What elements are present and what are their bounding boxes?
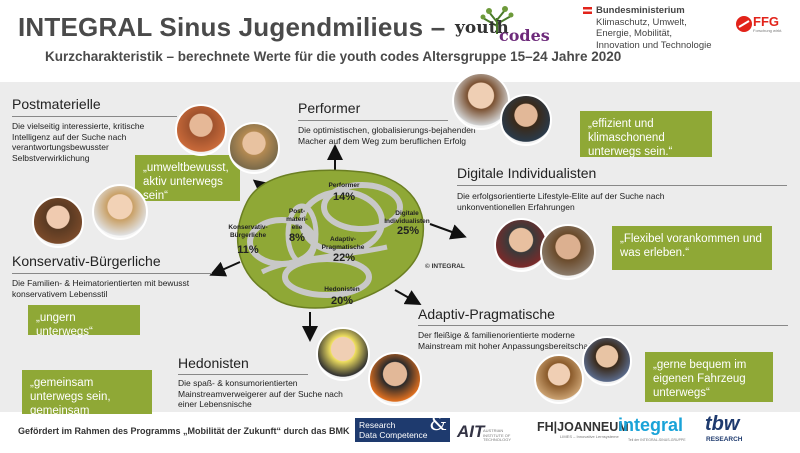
bmk-line3: Energie, Mobilität, <box>596 28 673 39</box>
tree-icon <box>480 6 514 34</box>
bmk-line2: Klimaschutz, Umwelt, <box>596 16 687 28</box>
rdc-logo: Research Data Competence & <box>355 411 450 442</box>
ampersand-icon: & <box>429 411 447 435</box>
map-label-postmaterielle: Post-materi-elle <box>286 208 308 231</box>
bmk-line4: Innovation und Technologie <box>596 39 712 51</box>
logo-youth-text: youth <box>455 18 509 38</box>
segment-title-digitale: Digitale Individualisten <box>457 165 597 181</box>
map-copyright: © INTEGRAL <box>425 263 465 270</box>
segment-desc-performer: Die optimistischen, globalisierungs-beja… <box>298 125 476 146</box>
map-value-konservativ: 11% <box>237 244 259 256</box>
segment-divider <box>12 116 177 117</box>
page-title: INTEGRAL Sinus Jugendmilieus – <box>18 12 446 42</box>
austria-flag-icon <box>583 7 592 14</box>
arrow-konservativ <box>209 261 241 277</box>
quote-digitale: „Flexibel vorankommen und was erleben.“ <box>612 226 772 270</box>
bmk-line1: Bundesministerium <box>596 5 685 16</box>
rdc-line1: Research <box>359 420 396 430</box>
milieu-map-graphic <box>237 169 425 309</box>
segment-desc-postmaterielle: Die vielseitig interessierte, kritische … <box>12 121 145 163</box>
fh-joanneum-subtitle: LIMES – Innovative Lernsysteme <box>560 434 619 439</box>
map-value-postmaterielle: 8% <box>289 232 305 244</box>
youth-codes-logo: youth codes <box>455 4 550 46</box>
page-subtitle: Kurzcharakteristik – berechnete Werte fü… <box>45 49 622 64</box>
portrait-photo <box>500 94 552 146</box>
map-value-digitale: 25% <box>396 225 420 237</box>
portrait-photo <box>368 352 422 406</box>
portrait-photo <box>540 224 596 280</box>
segment-divider <box>12 273 212 274</box>
segment-title-hedonisten: Hedonisten <box>178 355 249 371</box>
integral-logo: integral <box>618 415 684 435</box>
integral-subtitle: Teil der INTEGRAL-SINUS-GRUPPE <box>628 438 686 442</box>
ffg-logo: FFG Forschung wirkt. <box>735 14 785 40</box>
map-value-performer: 14% <box>332 191 356 203</box>
map-label-performer: Performer <box>328 182 360 189</box>
portrait-photo <box>32 196 84 248</box>
portrait-photo <box>228 122 280 174</box>
quote-performer: „effizient und klimaschonend unterwegs s… <box>580 111 712 158</box>
quote-konservativ: „ungern unterwegs“ <box>28 305 140 338</box>
quote-postmaterielle: „umweltbewusst, aktiv unterwegs sein“ <box>135 155 240 202</box>
portrait-photo <box>534 354 584 404</box>
segment-divider <box>298 120 448 121</box>
tbw-logo: tbw <box>705 413 740 435</box>
map-label-adaptiv: Adaptiv-Pragmatische <box>321 236 365 251</box>
map-label-digitale: Digitale Individualisten <box>384 210 430 225</box>
segment-title-postmaterielle: Postmaterielle <box>12 96 101 112</box>
tbw-subtitle: RESEARCH <box>706 436 743 443</box>
portrait-photo <box>494 218 548 272</box>
ait-subtitle: AUSTRIAN INSTITUTE OF TECHNOLOGY <box>483 428 512 442</box>
map-label-hedonisten: Hedonisten <box>324 286 360 293</box>
portrait-photo <box>175 104 227 156</box>
map-value-hedonisten: 20% <box>330 295 354 307</box>
segment-divider <box>178 374 308 375</box>
bmk-logo: Bundesministerium Klimaschutz, Umwelt, E… <box>583 5 712 51</box>
ffg-tagline: Forschung wirkt. <box>753 28 783 33</box>
portrait-photo <box>582 336 632 386</box>
segment-desc-adaptiv: Der fleißige & familienorientierte moder… <box>418 330 593 351</box>
map-label-konservativ: Konservativ-Bürgerliche <box>228 224 268 239</box>
segment-title-performer: Performer <box>298 100 361 116</box>
ffg-mark-icon <box>736 16 752 32</box>
segment-title-adaptiv: Adaptiv-Pragmatische <box>418 306 555 322</box>
segment-title-konservativ: Konservativ-Bürgerliche <box>12 253 161 269</box>
quote-adaptiv: „gerne bequem im eigenen Fahrzeug unterw… <box>645 352 773 402</box>
segment-divider <box>457 185 787 186</box>
ait-logo: AIT <box>457 422 485 441</box>
segment-divider <box>418 325 788 326</box>
segment-desc-hedonisten: Die spaß- & konsumorientierten Mainstrea… <box>178 378 343 409</box>
portrait-photo <box>92 184 148 240</box>
portrait-photo <box>316 327 370 381</box>
logo-codes-text: codes <box>499 26 550 45</box>
fh-joanneum-logo: FH|JOANNEUM <box>537 420 629 434</box>
quote-hedonisten: „gemeinsam unterwegs sein, gemeinsam Fah… <box>22 370 152 431</box>
arrow-adaptiv <box>394 289 422 305</box>
segment-desc-konservativ: Die Familien- & Heimatorientierten mit b… <box>12 278 190 299</box>
segment-desc-digitale: Die erfolgsorientierte Lifestyle-Elite a… <box>457 191 665 212</box>
arrow-digitale <box>429 223 467 240</box>
funding-text: Gefördert im Rahmen des Programms „Mobil… <box>18 426 350 436</box>
rdc-line2: Data Competence <box>359 430 428 440</box>
milieu-map: Konservativ-Bürgerliche 11% Post-materi-… <box>222 162 432 312</box>
ffg-name: FFG <box>753 14 779 29</box>
map-value-adaptiv: 22% <box>332 252 356 264</box>
